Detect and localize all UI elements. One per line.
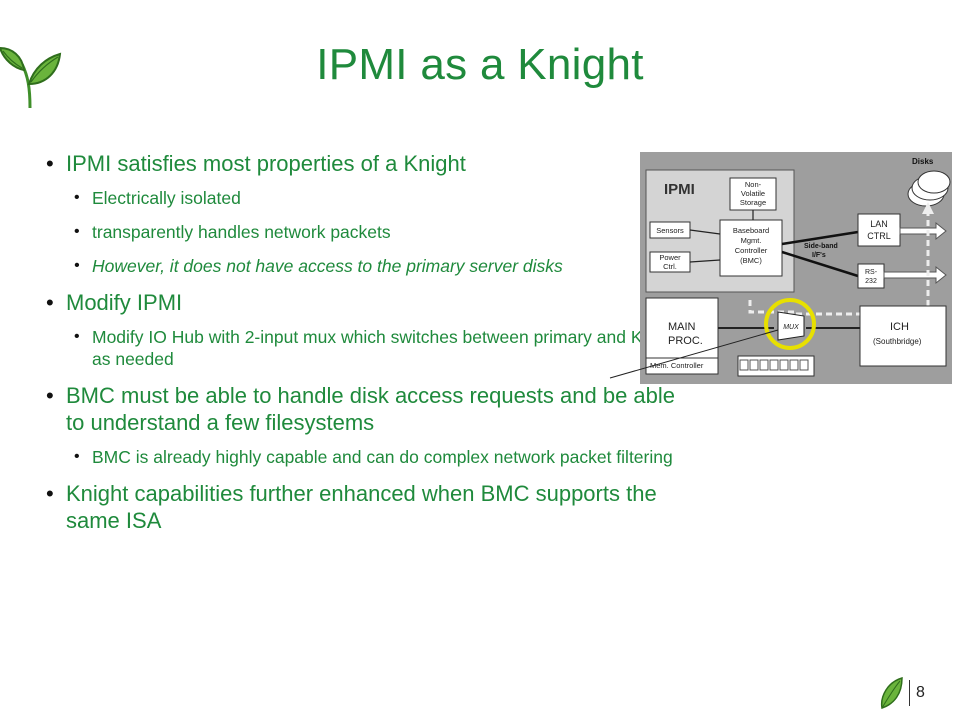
ich-box xyxy=(859,305,947,367)
sub-bullet-item: Modify IO Hub with 2-input mux which swi… xyxy=(44,326,684,370)
southbridge-label: (Southbridge) xyxy=(873,337,922,346)
sensors-label: Sensors xyxy=(656,226,684,235)
bmc-line: Controller xyxy=(735,246,768,255)
rs232-line: 232 xyxy=(865,278,877,285)
mem-ctrl-label: Mem. Controller xyxy=(650,361,704,370)
disk-icon xyxy=(917,170,951,194)
footer-divider xyxy=(909,680,910,706)
bullet-list: IPMI satisfies most properties of a Knig… xyxy=(44,150,684,541)
sub-bullet-item: BMC is already highly capable and can do… xyxy=(44,446,684,468)
power-ctrl-line: Ctrl. xyxy=(663,262,677,271)
bullet-item: IPMI satisfies most properties of a Knig… xyxy=(44,150,684,177)
power-ctrl-line: Power xyxy=(659,253,681,262)
nv-storage-line: Volatile xyxy=(741,189,765,198)
ipmi-label: IPMI xyxy=(664,181,695,198)
lan-ctrl-line: CTRL xyxy=(867,231,891,241)
bmc-line: (BMC) xyxy=(740,256,762,265)
rs232-line: RS- xyxy=(865,269,878,276)
page-number: 8 xyxy=(916,684,925,701)
main-proc-line: PROC. xyxy=(668,335,703,347)
sub-bullet-item: transparently handles network packets xyxy=(44,221,684,243)
bmc-box xyxy=(719,219,783,277)
lan-ctrl-box xyxy=(857,213,901,247)
leaf-footer-icon xyxy=(880,677,903,709)
leaf-logo-icon xyxy=(0,46,62,109)
lan-ctrl-line: LAN xyxy=(870,219,888,229)
bullet-item: Modify IPMI xyxy=(44,289,684,316)
bullet-item: Knight capabilities further enhanced whe… xyxy=(44,480,684,534)
main-proc-line: MAIN xyxy=(668,321,696,333)
nv-storage-line: Storage xyxy=(740,198,766,207)
sideband-line: I/F's xyxy=(812,252,826,259)
disks-label: Disks xyxy=(912,157,934,166)
sub-bullet-item: However, it does not have access to the … xyxy=(44,255,684,277)
bullet-item: BMC must be able to handle disk access r… xyxy=(44,382,684,436)
nv-storage-line: Non- xyxy=(745,180,762,189)
bmc-line: Baseboard xyxy=(733,226,769,235)
sideband-line: Side-band xyxy=(804,243,838,250)
mux-label: MUX xyxy=(783,324,799,331)
sub-bullet-item: Electrically isolated xyxy=(44,187,684,209)
ich-label: ICH xyxy=(890,321,909,333)
mux-highlight-circle xyxy=(764,298,816,350)
rs232-box xyxy=(857,263,885,289)
ipmi-architecture-diagram: IPMI Non- Volatile Storage Sensors Power… xyxy=(640,152,952,384)
bmc-line: Mgmt. xyxy=(741,236,762,245)
slide-title: IPMI as a Knight xyxy=(316,40,644,89)
